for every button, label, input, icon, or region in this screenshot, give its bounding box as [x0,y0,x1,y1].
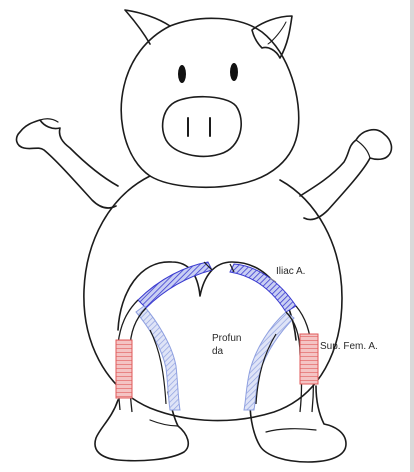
right-eye [230,63,238,81]
sup-fem-right-segment [300,334,318,384]
snout [163,97,242,157]
right-leg [250,386,346,462]
iliac-label: Iliac A. [276,266,305,278]
pig-head [121,18,298,187]
iliac-artery-left [138,262,212,308]
left-ear [125,10,170,44]
left-eye [178,65,186,83]
profunda-right [244,312,294,410]
profunda-left [136,306,180,410]
sup-fem-label: Sup. Fem. A. [320,341,378,353]
profunda-label-line1: Profun [212,333,241,345]
right-edge-strip [410,0,414,472]
left-arm [17,120,118,208]
sup-fem-left-segment [116,340,132,398]
right-arm [300,130,391,220]
profunda-label-line2: da [212,346,223,358]
